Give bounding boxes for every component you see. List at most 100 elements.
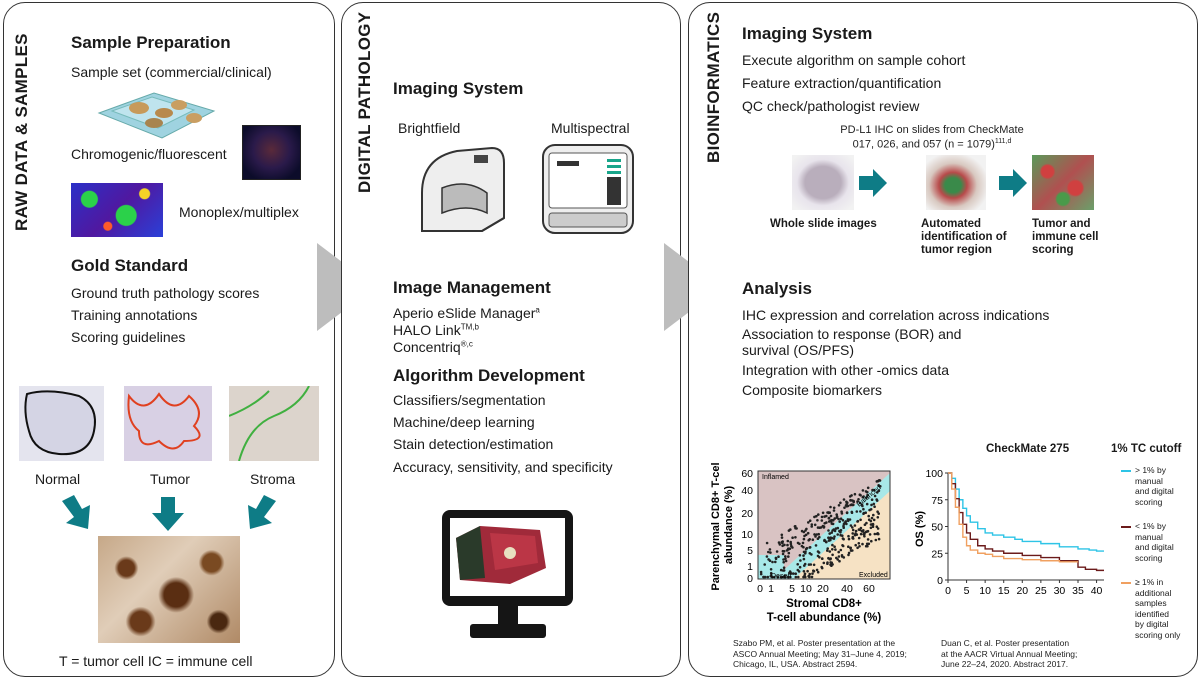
km-x-tick: 0 bbox=[945, 585, 951, 597]
scatter-point bbox=[789, 575, 792, 579]
scatter-y-tick: 20 bbox=[741, 508, 753, 520]
km-y-tick: 50 bbox=[931, 522, 943, 534]
scatter-point bbox=[802, 570, 806, 573]
scatter-point bbox=[771, 560, 774, 564]
km-x-tick: 5 bbox=[964, 585, 970, 597]
scatter-point bbox=[789, 540, 792, 544]
scatter-point bbox=[788, 570, 792, 573]
monitor-icon bbox=[442, 510, 573, 638]
scatter-point bbox=[815, 568, 819, 572]
scatter-point bbox=[837, 550, 840, 554]
scatter-point bbox=[872, 488, 876, 492]
scatter-point bbox=[841, 544, 844, 547]
gold-standard-title: Gold Standard bbox=[71, 256, 189, 275]
fluorescent-image bbox=[242, 125, 301, 180]
legend-swatch bbox=[1121, 470, 1131, 472]
item-text: HALO Link bbox=[393, 322, 461, 338]
scatter-point bbox=[873, 494, 877, 498]
item-text: Aperio eSlide Manager bbox=[393, 305, 536, 321]
scatter-point bbox=[861, 542, 864, 546]
workflow-step-label: Automated identification of tumor region bbox=[921, 218, 1007, 257]
scatter-point bbox=[806, 531, 810, 535]
legend-line: and digital bbox=[1135, 542, 1174, 552]
scatter-point bbox=[854, 532, 857, 535]
step-line: scoring bbox=[1032, 244, 1074, 256]
scatter-point bbox=[841, 519, 845, 522]
scatter-point bbox=[810, 553, 813, 556]
scatter-point bbox=[780, 540, 784, 544]
raw-data-vertical-title: RAW DATA & SAMPLES bbox=[12, 33, 31, 231]
citation-line: Duan C, et al. Poster presentation bbox=[941, 638, 1070, 648]
caption-line: 017, 026, and 057 (n = 1079)111,d bbox=[797, 136, 1067, 151]
legend-item: ≥ 1% in additional samples identified by… bbox=[1121, 577, 1193, 640]
scatter-point bbox=[816, 554, 820, 558]
scatter-point bbox=[822, 525, 826, 528]
sample-prep-item: Monoplex/multiplex bbox=[179, 204, 299, 220]
legend-line: < 1% by bbox=[1135, 521, 1166, 531]
scatter-point bbox=[840, 555, 844, 558]
scatter-point bbox=[780, 536, 784, 539]
scatter-point bbox=[800, 529, 804, 533]
scatter-point bbox=[832, 528, 835, 531]
item-sup: ®,c bbox=[460, 339, 473, 349]
item-sup: TM,b bbox=[460, 322, 479, 332]
citation-line: Chicago, IL, USA. Abstract 2594. bbox=[733, 659, 858, 669]
scatter-x-tick: 40 bbox=[841, 583, 853, 595]
scatter-point bbox=[833, 545, 836, 548]
scatter-point bbox=[794, 572, 797, 575]
scatter-point bbox=[832, 509, 836, 512]
citation-line: Szabo PM, et al. Poster presentation at … bbox=[733, 638, 896, 648]
stroma-tissue-image bbox=[229, 386, 319, 461]
scatter-point bbox=[867, 514, 870, 518]
scatter-point bbox=[870, 498, 874, 501]
scatter-point bbox=[864, 511, 867, 514]
scatter-point bbox=[869, 519, 873, 523]
scatter-point bbox=[844, 520, 848, 523]
legend-line: additional bbox=[1135, 587, 1172, 598]
scatter-point bbox=[805, 527, 808, 531]
scatter-point bbox=[797, 575, 800, 579]
scatter-y-tick: 5 bbox=[747, 545, 753, 557]
scatter-point bbox=[820, 565, 823, 569]
scatter-point bbox=[871, 523, 875, 527]
algorithm-development-title: Algorithm Development bbox=[393, 366, 585, 385]
scatter-point bbox=[765, 541, 769, 545]
scatter-y-tick: 60 bbox=[741, 468, 753, 480]
brightfield-scanner-icon bbox=[421, 146, 505, 232]
caption-text: 017, 026, and 057 (n = 1079) bbox=[852, 138, 995, 151]
sample-prep-item: Sample set (commercial/clinical) bbox=[71, 64, 272, 80]
scatter-point bbox=[828, 550, 832, 553]
scatter-point bbox=[792, 572, 795, 575]
scatter-point bbox=[768, 559, 772, 562]
region-label-desert: Desert bbox=[771, 573, 792, 580]
km-x-tick: 35 bbox=[1072, 585, 1084, 597]
scatter-point bbox=[769, 574, 773, 578]
step-line: tumor region bbox=[921, 244, 992, 256]
scatter-point bbox=[825, 514, 828, 518]
cell-scoring-image bbox=[1032, 155, 1094, 210]
scatter-point bbox=[782, 558, 785, 561]
imaging-system-title: Imaging System bbox=[393, 79, 524, 98]
scatter-point bbox=[806, 569, 809, 573]
scatter-point bbox=[865, 530, 869, 533]
scatter-point bbox=[787, 555, 790, 558]
scatter-point bbox=[846, 519, 850, 523]
scatter-point bbox=[808, 519, 812, 522]
tumor-region-image bbox=[926, 155, 986, 210]
scatter-point bbox=[866, 493, 869, 497]
scatter-point bbox=[765, 555, 769, 558]
scatter-ylabel: Parenchymal CD8+ T-cellabundance (%) bbox=[710, 463, 735, 591]
legend-line: by digital bbox=[1135, 619, 1169, 629]
scatter-point bbox=[861, 489, 865, 492]
scatter-point bbox=[826, 511, 829, 514]
scatter-point bbox=[878, 479, 882, 482]
scatter-point bbox=[842, 526, 845, 529]
km-series-line bbox=[948, 472, 1104, 552]
scatter-point bbox=[862, 507, 865, 511]
bioinf-imaging-item: QC check/pathologist review bbox=[742, 98, 920, 114]
scatter-point bbox=[777, 541, 781, 544]
scatter-point bbox=[839, 501, 842, 505]
scatter-point bbox=[827, 517, 831, 520]
